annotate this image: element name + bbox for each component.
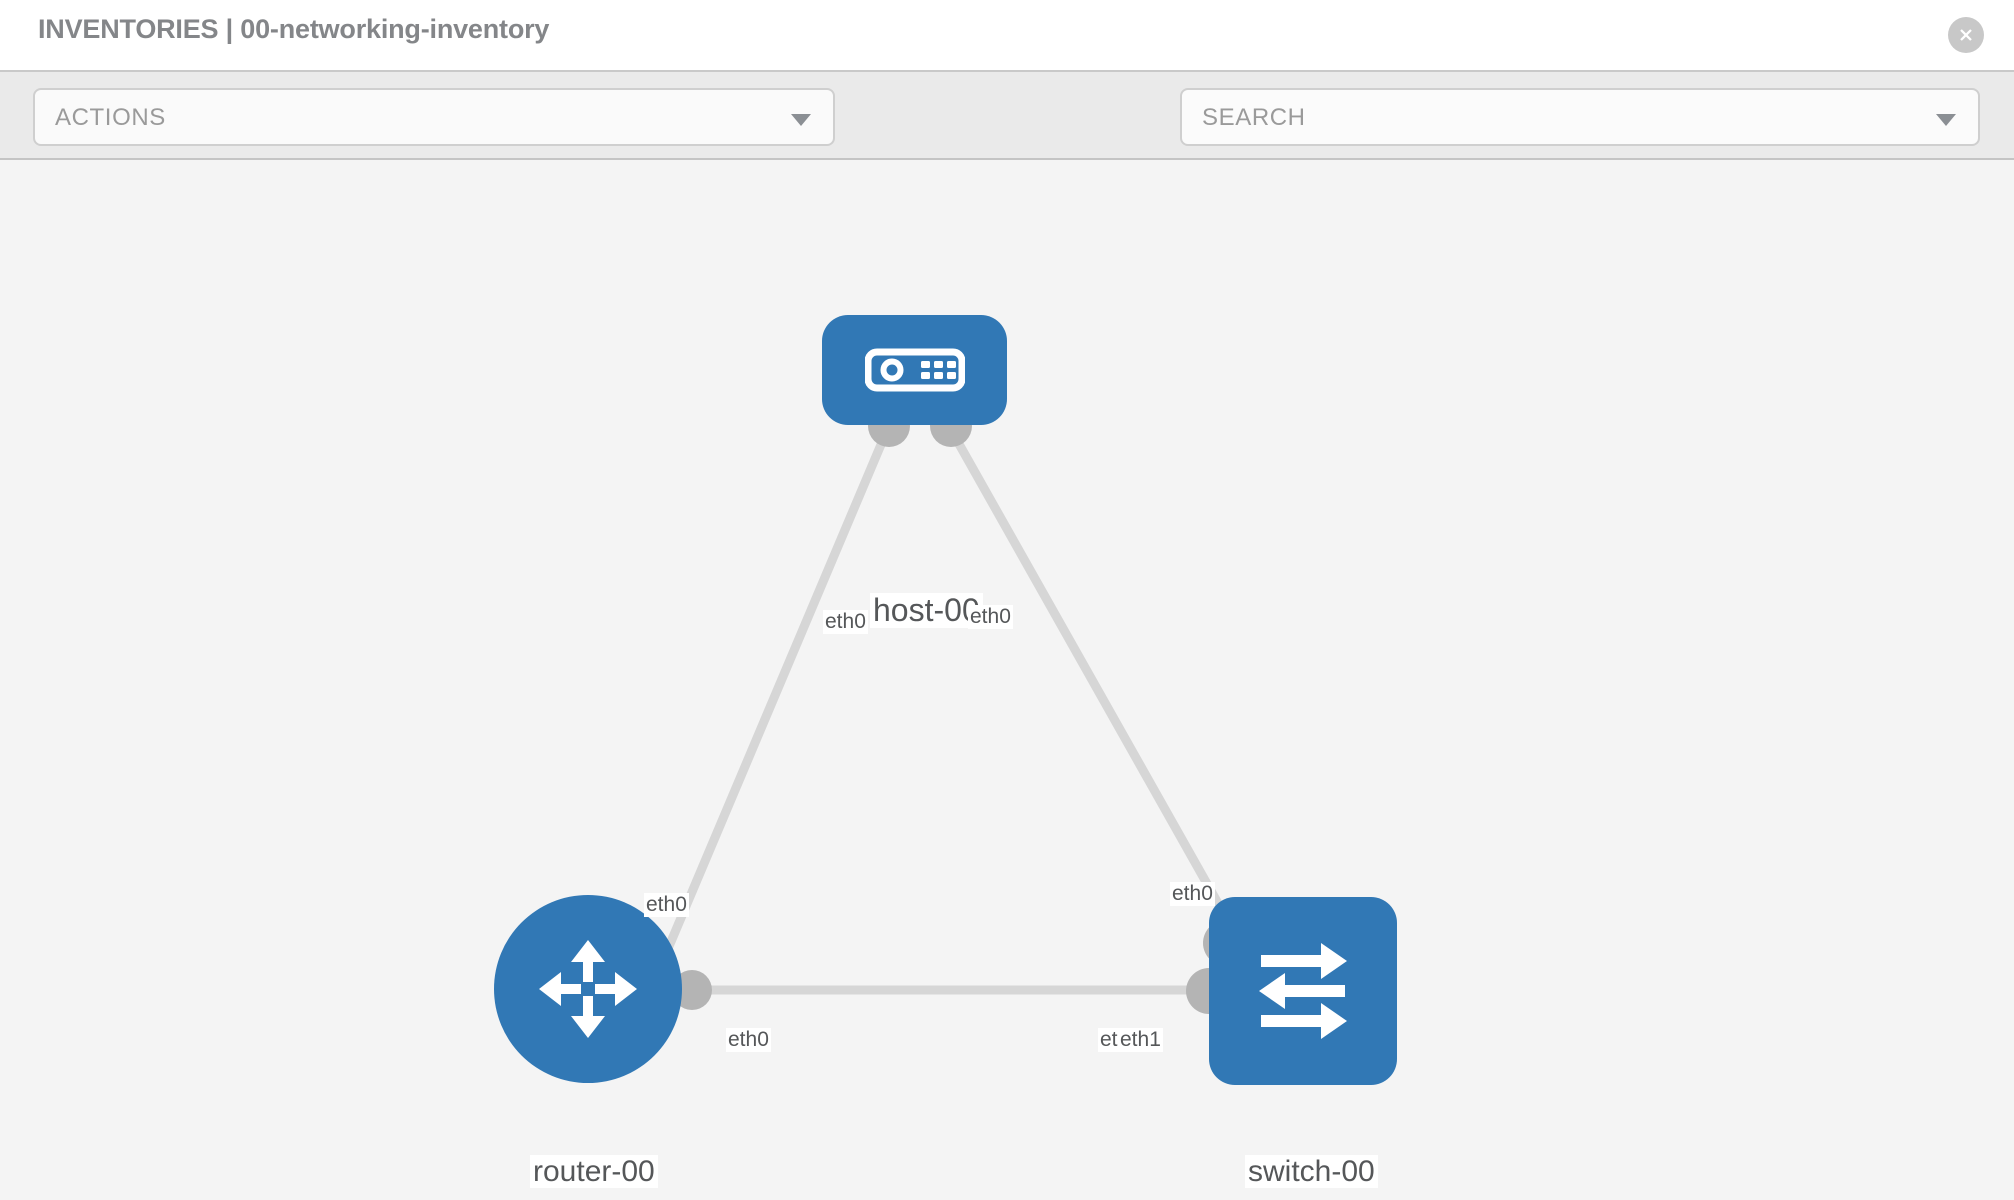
chevron-down-icon[interactable] [1936,114,1956,126]
topology-canvas[interactable]: host-00 router-00 [0,160,2014,1200]
toolbar: ACTIONS SEARC [0,70,2014,203]
link-host-router [635,423,893,1020]
page-title: INVENTORIES | 00-networking-inventory [38,14,550,44]
actions-dropdown[interactable]: ACTIONS [33,88,835,146]
router-arrows-icon [539,940,637,1038]
topology-links [635,423,1255,1020]
iface-label-host-right: eth0 [968,605,1013,630]
node-switch-00-label: switch-00 [1245,1155,1378,1188]
iface-label-switch-up: eth0 [1170,882,1215,907]
node-host-00-label: host-00 [870,592,983,629]
node-router-00-shape[interactable] [494,895,682,1083]
iface-label-switch-left-eth1: eth1 [1118,1028,1163,1053]
iface-label-router-right: eth0 [726,1028,771,1053]
chevron-down-icon [791,114,811,126]
search-placeholder: SEARCH [1202,104,1306,131]
iface-label-host-left: eth0 [823,610,868,635]
actions-dropdown-label: ACTIONS [55,104,166,131]
node-host-00-shape[interactable] [822,315,1007,425]
search-input[interactable]: SEARCH [1180,88,1980,146]
close-icon[interactable] [1948,17,1984,53]
switch-arrows-icon [1259,943,1347,1039]
window-header: INVENTORIES | 00-networking-inventory [0,0,2014,70]
iface-label-router-up: eth0 [644,893,689,918]
server-icon [864,348,965,392]
link-host-switch [945,423,1255,965]
node-switch-00-shape[interactable] [1209,897,1397,1085]
node-router-00-label: router-00 [530,1155,658,1188]
